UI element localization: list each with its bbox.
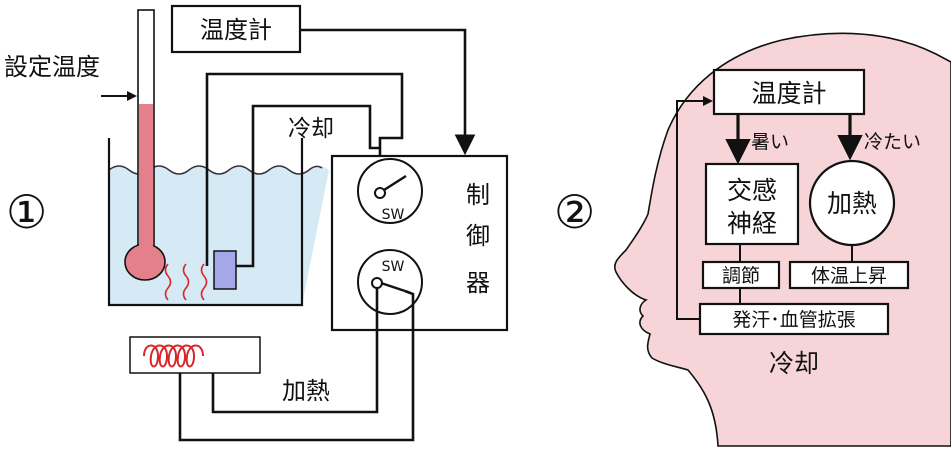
thermometer-box-label: 温度計 (200, 16, 272, 44)
panel-1-thermostat-apparatus: ① 設定温度 冷却 温度計 制 御 (4, 4, 509, 442)
body-temp-rise-box (788, 260, 910, 290)
switch-lower (357, 249, 423, 315)
switch-lower-label: SW (382, 259, 405, 275)
sympathetic-nerve-box (704, 162, 800, 246)
brain-thermometer-label: 温度計 (751, 79, 826, 108)
brain-thermometer-box (712, 68, 866, 116)
controller-label-2: 御 (466, 222, 490, 250)
panel-1-number: ① (6, 185, 47, 239)
cooling-element (213, 250, 237, 290)
cold-label: 冷たい (864, 131, 921, 153)
set-temperature-label: 設定温度 (4, 53, 100, 81)
switch-upper-label: SW (382, 207, 405, 223)
cooling-result-label: 冷却 (769, 349, 819, 378)
heating-label: 加熱 (282, 377, 330, 405)
hot-label: 暑い (751, 131, 789, 153)
thermometer-fluid (139, 104, 153, 249)
regulation-label: 調節 (722, 265, 760, 287)
body-temp-rise-label: 体温上昇 (811, 265, 887, 287)
signal-wire (300, 28, 476, 156)
sympathetic-nerve-line2: 神経 (727, 209, 777, 238)
sweat-vessel-label: 発汗･血管拡張 (732, 309, 856, 331)
water-bath (109, 166, 329, 305)
heating-wire-inner (211, 288, 379, 414)
sweat-vessel-box (698, 302, 890, 336)
regulation-box (701, 260, 781, 290)
heater-coil-icon (143, 344, 204, 368)
heating-circle-label: 加熱 (827, 189, 877, 218)
cooling-wire-left (205, 72, 404, 266)
heat-waves-icon (164, 263, 208, 301)
water-tank (107, 138, 304, 307)
heater-box (129, 336, 261, 374)
panel-2-human-thermoregulation: ② 温度計 暑い 冷たい 交感 神経 加熱 調節 体温上昇 発汗･血管拡張 (554, 32, 951, 447)
feedback-loop-arrow-icon (676, 96, 713, 320)
cooling-label: 冷却 (288, 116, 334, 142)
sympathetic-nerve-line1: 交感 (727, 176, 777, 205)
cooling-wire-right (236, 104, 380, 268)
heating-wire-outer (178, 289, 415, 442)
controller-label-1: 制 (466, 181, 490, 209)
panel-2-number: ② (554, 185, 595, 239)
controller-label-3: 器 (466, 269, 490, 297)
switch-upper (357, 158, 423, 224)
